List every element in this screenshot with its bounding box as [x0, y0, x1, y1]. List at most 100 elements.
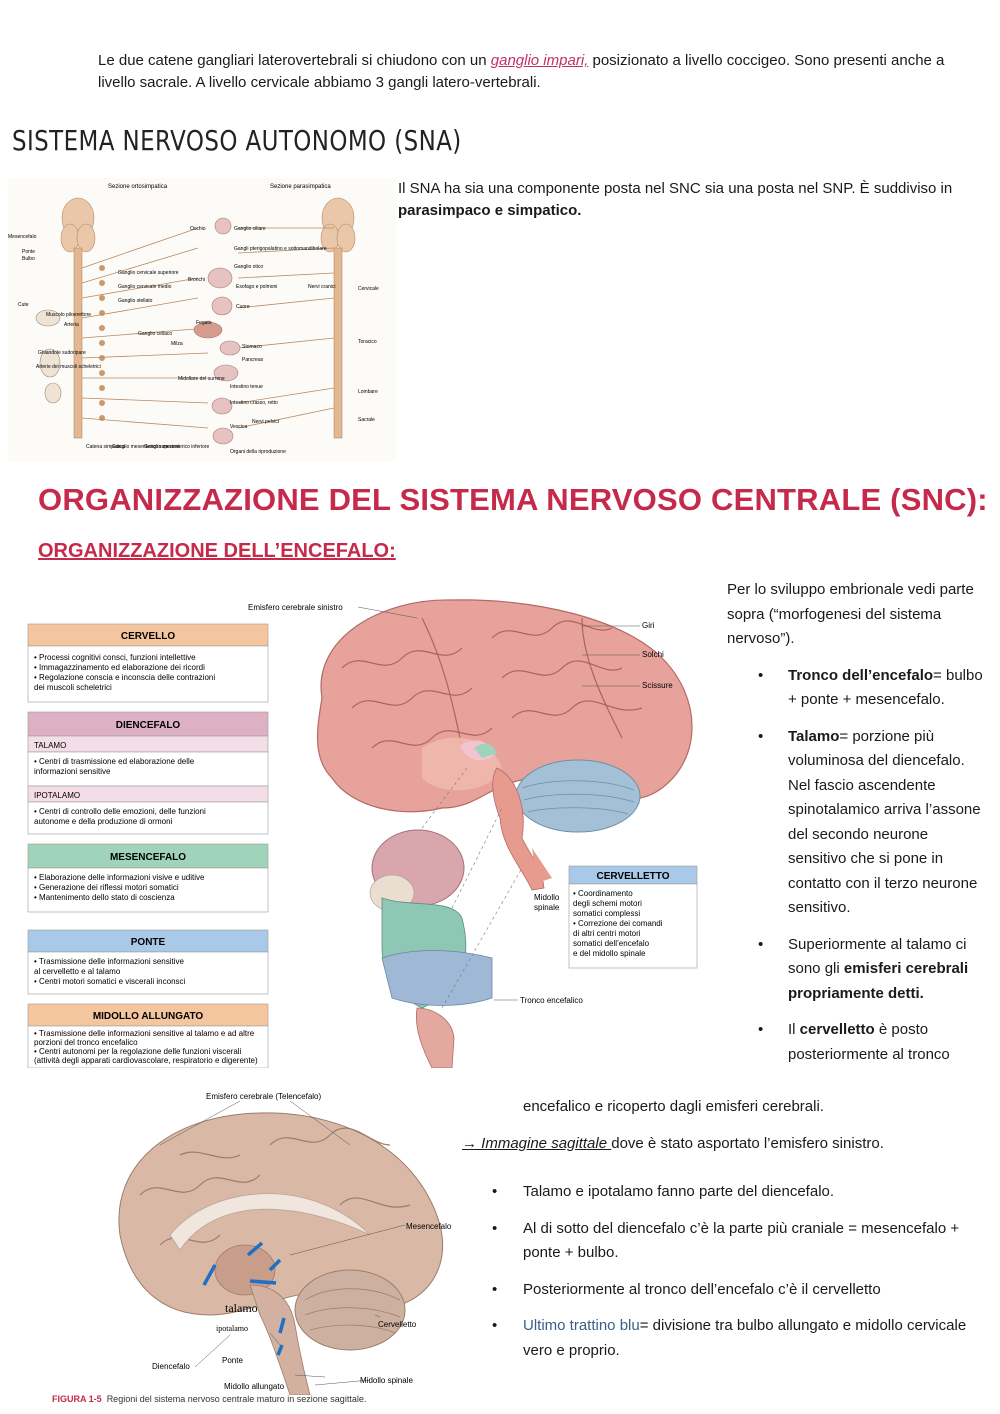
figure-number: FIGURA 1-5 [52, 1394, 102, 1404]
list-item: Talamo= porzione più voluminosa del dien… [727, 725, 989, 921]
svg-text:Cervelletto: Cervelletto [378, 1320, 417, 1329]
figure-caption-text: Regioni del sistema nervoso centrale mat… [106, 1394, 367, 1404]
svg-text:Diencefalo: Diencefalo [152, 1362, 190, 1371]
snc-title: ORGANIZZAZIONE DEL SISTEMA NERVOSO CENTR… [38, 482, 988, 517]
svg-text:Stomaco: Stomaco [242, 344, 262, 350]
svg-text:Milza: Milza [171, 341, 183, 347]
embryo-note: Per lo sviluppo embrionale vedi parte so… [727, 581, 974, 647]
ipotalamo-label: ipotalamo [216, 1324, 248, 1333]
svg-text:Ganglio otico: Ganglio otico [234, 264, 263, 270]
svg-text:DIENCEFALO: DIENCEFALO [116, 720, 181, 731]
svg-text:Ghiandole sudoripare: Ghiandole sudoripare [38, 350, 86, 356]
svg-text:al cervelletto e al talamo: al cervelletto e al talamo [34, 967, 121, 976]
svg-text:Gangli pterigopalatino e sotto: Gangli pterigopalatino e sottomandibolar… [234, 246, 327, 252]
list-item: Superiormente al talamo ci sono gli emis… [727, 933, 989, 1007]
svg-text:Cute: Cute [18, 302, 29, 308]
svg-text:Emisfero cerebrale sinistro: Emisfero cerebrale sinistro [248, 603, 343, 612]
svg-text:Ganglio cervicale superiore: Ganglio cervicale superiore [118, 270, 179, 276]
sagittal-image-link[interactable]: → Immagine sagittale [462, 1135, 612, 1152]
svg-text:Ganglio ciliare: Ganglio ciliare [234, 226, 266, 232]
svg-text:Ganglio celiaco: Ganglio celiaco [138, 331, 172, 337]
svg-text:spinale: spinale [534, 903, 560, 912]
svg-text:somatici complessi: somatici complessi [573, 909, 640, 918]
svg-text:somatici dell’encefalo: somatici dell’encefalo [573, 939, 650, 948]
svg-text:Midollo allungato: Midollo allungato [224, 1382, 285, 1391]
svg-text:Vescica: Vescica [230, 424, 247, 430]
svg-text:e del midollo spinale: e del midollo spinale [573, 949, 646, 958]
svg-text:Mesencefalo: Mesencefalo [406, 1222, 452, 1231]
svg-text:di altri centri motori: di altri centri motori [573, 929, 641, 938]
encefalo-notes: Per lo sviluppo embrionale vedi parte so… [727, 578, 989, 1067]
svg-text:• Centri di controllo delle em: • Centri di controllo delle emozioni, de… [34, 807, 206, 816]
svg-text:Ganglio mesenterico inferiore: Ganglio mesenterico inferiore [144, 444, 210, 450]
sna-left-header: Sezione ortosimpatica [108, 184, 168, 190]
svg-text:Ganglio stellato: Ganglio stellato [118, 298, 153, 304]
svg-text:Bronchi: Bronchi [188, 277, 205, 283]
sna-paragraph: Il SNA ha sia una componente posta nel S… [398, 178, 988, 222]
list-item: Al di sotto del diencefalo c’è la parte … [492, 1217, 993, 1266]
svg-text:• Centri autonomi per la regol: • Centri autonomi per la regolazione del… [34, 1047, 242, 1056]
svg-text:Occhio: Occhio [190, 226, 206, 232]
list-item: Il cervelletto è posto posteriormente al… [727, 1018, 989, 1067]
svg-text:PONTE: PONTE [131, 937, 166, 948]
svg-text:Scissure: Scissure [642, 681, 673, 690]
list-item: Posteriormente al tronco dell’encefalo c… [492, 1278, 993, 1303]
svg-text:Midollare del surrene: Midollare del surrene [178, 376, 225, 382]
sna-text: Il SNA ha sia una componente posta nel S… [398, 180, 953, 197]
svg-text:Cervicale: Cervicale [358, 286, 379, 292]
svg-text:informazioni sensitive: informazioni sensitive [34, 767, 111, 776]
svg-text:autonome e della produzione di: autonome e della produzione di ormoni [34, 817, 173, 826]
svg-text:Emisfero cerebrale (Telencefal: Emisfero cerebrale (Telencefalo) [206, 1092, 321, 1101]
sna-title: SISTEMA NERVOSO AUTONOMO (SNA) [12, 124, 462, 157]
sna-right-header: Sezione parasimpatica [270, 184, 331, 190]
svg-text:Pancreas: Pancreas [242, 357, 264, 363]
sagittal-ref: → Immagine sagittale dove è stato asport… [462, 1135, 884, 1152]
svg-text:CERVELLO: CERVELLO [121, 631, 175, 642]
svg-text:Lombare: Lombare [358, 389, 378, 395]
svg-text:• Generazione dei riflessi mot: • Generazione dei riflessi motori somati… [34, 883, 179, 892]
svg-text:• Elaborazione delle informazi: • Elaborazione delle informazioni visive… [34, 873, 205, 882]
svg-text:Intestino tenue: Intestino tenue [230, 384, 263, 390]
svg-text:Esofago e polmoni: Esofago e polmoni [236, 284, 277, 290]
svg-text:Mesencefalo: Mesencefalo [8, 234, 37, 240]
svg-text:Nervi pelvici: Nervi pelvici [252, 419, 279, 425]
list-item: Talamo e ipotalamo fanno parte del dienc… [492, 1180, 993, 1205]
svg-text:• Processi cognitivi consci, f: • Processi cognitivi consci, funzioni in… [34, 653, 196, 662]
svg-text:• Trasmissione delle informazi: • Trasmissione delle informazioni sensit… [34, 957, 185, 966]
svg-text:Giri: Giri [642, 621, 655, 630]
svg-text:Toracico: Toracico [358, 339, 377, 345]
svg-text:Ganglio mesenterico superiore: Ganglio mesenterico superiore [112, 444, 180, 450]
svg-text:CERVELLETTO: CERVELLETTO [597, 871, 670, 882]
svg-text:porzioni del tronco encefalico: porzioni del tronco encefalico [34, 1038, 138, 1047]
svg-text:Catena simpatica: Catena simpatica [86, 444, 125, 450]
cerebellum-note-continued: encefalico e ricoperto dagli emisferi ce… [523, 1098, 824, 1115]
encefalo-subtitle: ORGANIZZAZIONE DELL’ENCEFALO: [38, 540, 396, 562]
intro-text: Le due catene gangliari laterovertebrali… [98, 52, 491, 69]
intro-text-rest: posizionato a livello coccigeo. Sono pre… [98, 52, 945, 91]
svg-text:Bulbo: Bulbo [22, 256, 35, 262]
svg-text:Organi della riproduzione: Organi della riproduzione [230, 449, 286, 455]
svg-text:Ponte: Ponte [222, 1356, 243, 1365]
svg-text:IPOTALAMO: IPOTALAMO [34, 791, 80, 800]
list-item: Ultimo trattino blu= divisione tra bulbo… [492, 1314, 993, 1363]
svg-text:• Correzione dei comandi: • Correzione dei comandi [573, 919, 663, 928]
svg-text:Sacrale: Sacrale [358, 417, 375, 423]
svg-text:Solchi: Solchi [642, 650, 664, 659]
brain-figure: CERVELLO • Processi cognitivi consci, fu… [22, 578, 724, 1069]
sagittal-diagram: Emisfero cerebrale (Telencefalo) Mesence… [118, 1092, 452, 1396]
svg-text:• Trasmissione delle informazi: • Trasmissione delle informazioni sensit… [34, 1029, 255, 1038]
sna-bold: parasimpaco e simpatico. [398, 202, 582, 219]
svg-text:• Centri motori somatici e vis: • Centri motori somatici e viscerali inc… [34, 977, 186, 986]
sagittal-bullets: Talamo e ipotalamo fanno parte del dienc… [492, 1180, 993, 1363]
svg-text:Intestino crasso, retto: Intestino crasso, retto [230, 400, 278, 406]
svg-text:Tronco encefalico: Tronco encefalico [520, 996, 583, 1005]
svg-text:Cuore: Cuore [236, 304, 250, 310]
svg-text:• Immagazzinamento ed elaboraz: • Immagazzinamento ed elaborazione dei r… [34, 663, 205, 672]
encefalo-bullets: Tronco dell’encefalo= bulbo + ponte + me… [727, 664, 989, 1068]
svg-text:MIDOLLO ALLUNGATO: MIDOLLO ALLUNGATO [93, 1011, 204, 1022]
brain-diagram: CERVELLO • Processi cognitivi consci, fu… [27, 599, 698, 1069]
sna-diagram: Sezione ortosimpatica Sezione parasimpat… [8, 178, 396, 462]
ganglio-impari-link[interactable]: ganglio impari, [490, 52, 589, 69]
svg-text:Ganglio cervicale medio: Ganglio cervicale medio [118, 284, 172, 290]
svg-text:TALAMO: TALAMO [34, 741, 66, 750]
